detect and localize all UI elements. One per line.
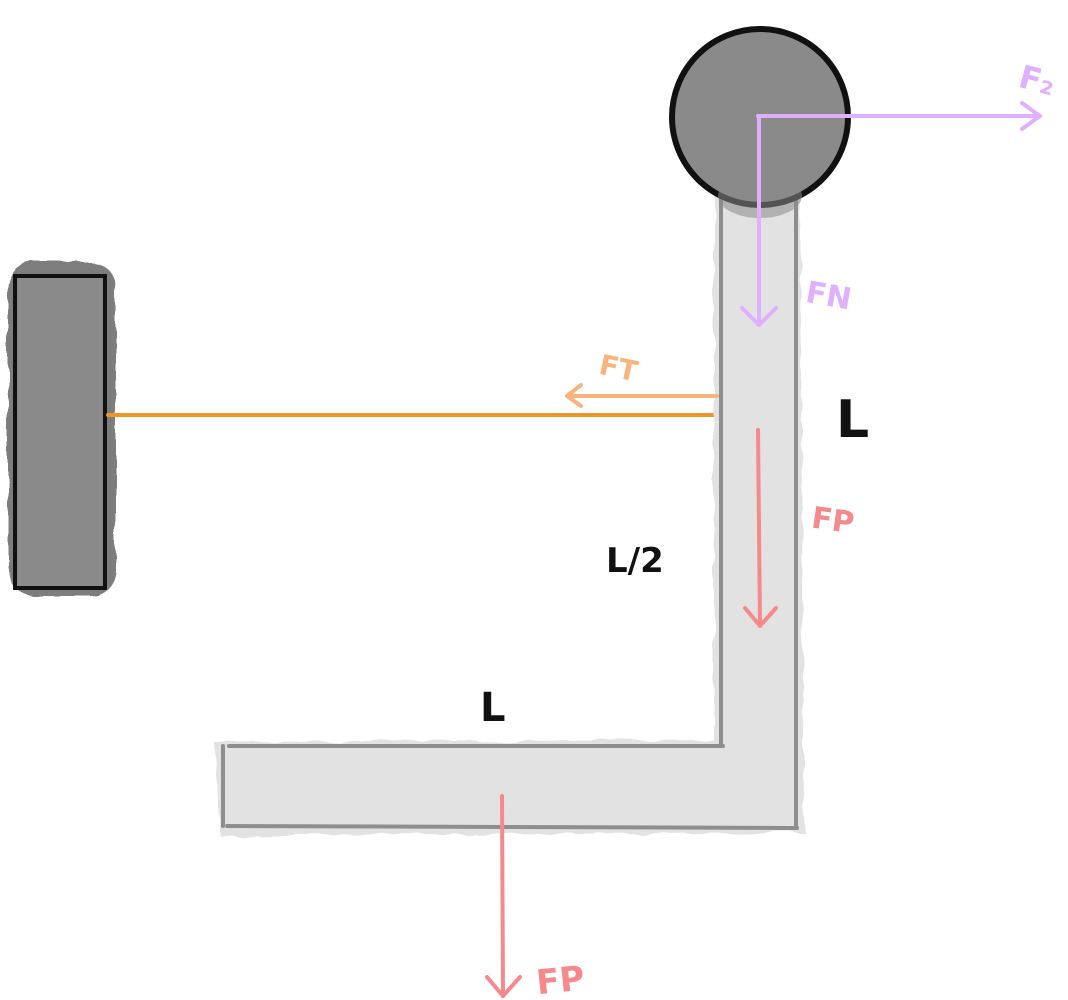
- label-fp-vertical: FP: [809, 501, 856, 542]
- label-fp-horizontal: FP: [534, 959, 586, 1000]
- label-length-horizontal: L: [480, 685, 506, 731]
- force-fp-vertical-arrow: [743, 428, 778, 628]
- label-length-vertical: L: [836, 390, 869, 450]
- l-beam-edge-bottom: [225, 824, 799, 830]
- force-fp-horizontal-arrow: [485, 794, 522, 998]
- l-beam-shadow: [214, 178, 804, 836]
- l-beam: [214, 163, 804, 836]
- label-ft: FT: [596, 348, 640, 388]
- wall-block: [13, 274, 107, 590]
- label-half-length: L/2: [606, 541, 664, 581]
- label-f2: F₂: [1015, 57, 1059, 103]
- force-ft-arrow: [565, 383, 719, 408]
- label-fn: FN: [803, 275, 854, 317]
- force-fn-arrow: [740, 114, 778, 327]
- force-f2-arrow: [756, 101, 1042, 131]
- wall: [8, 262, 116, 596]
